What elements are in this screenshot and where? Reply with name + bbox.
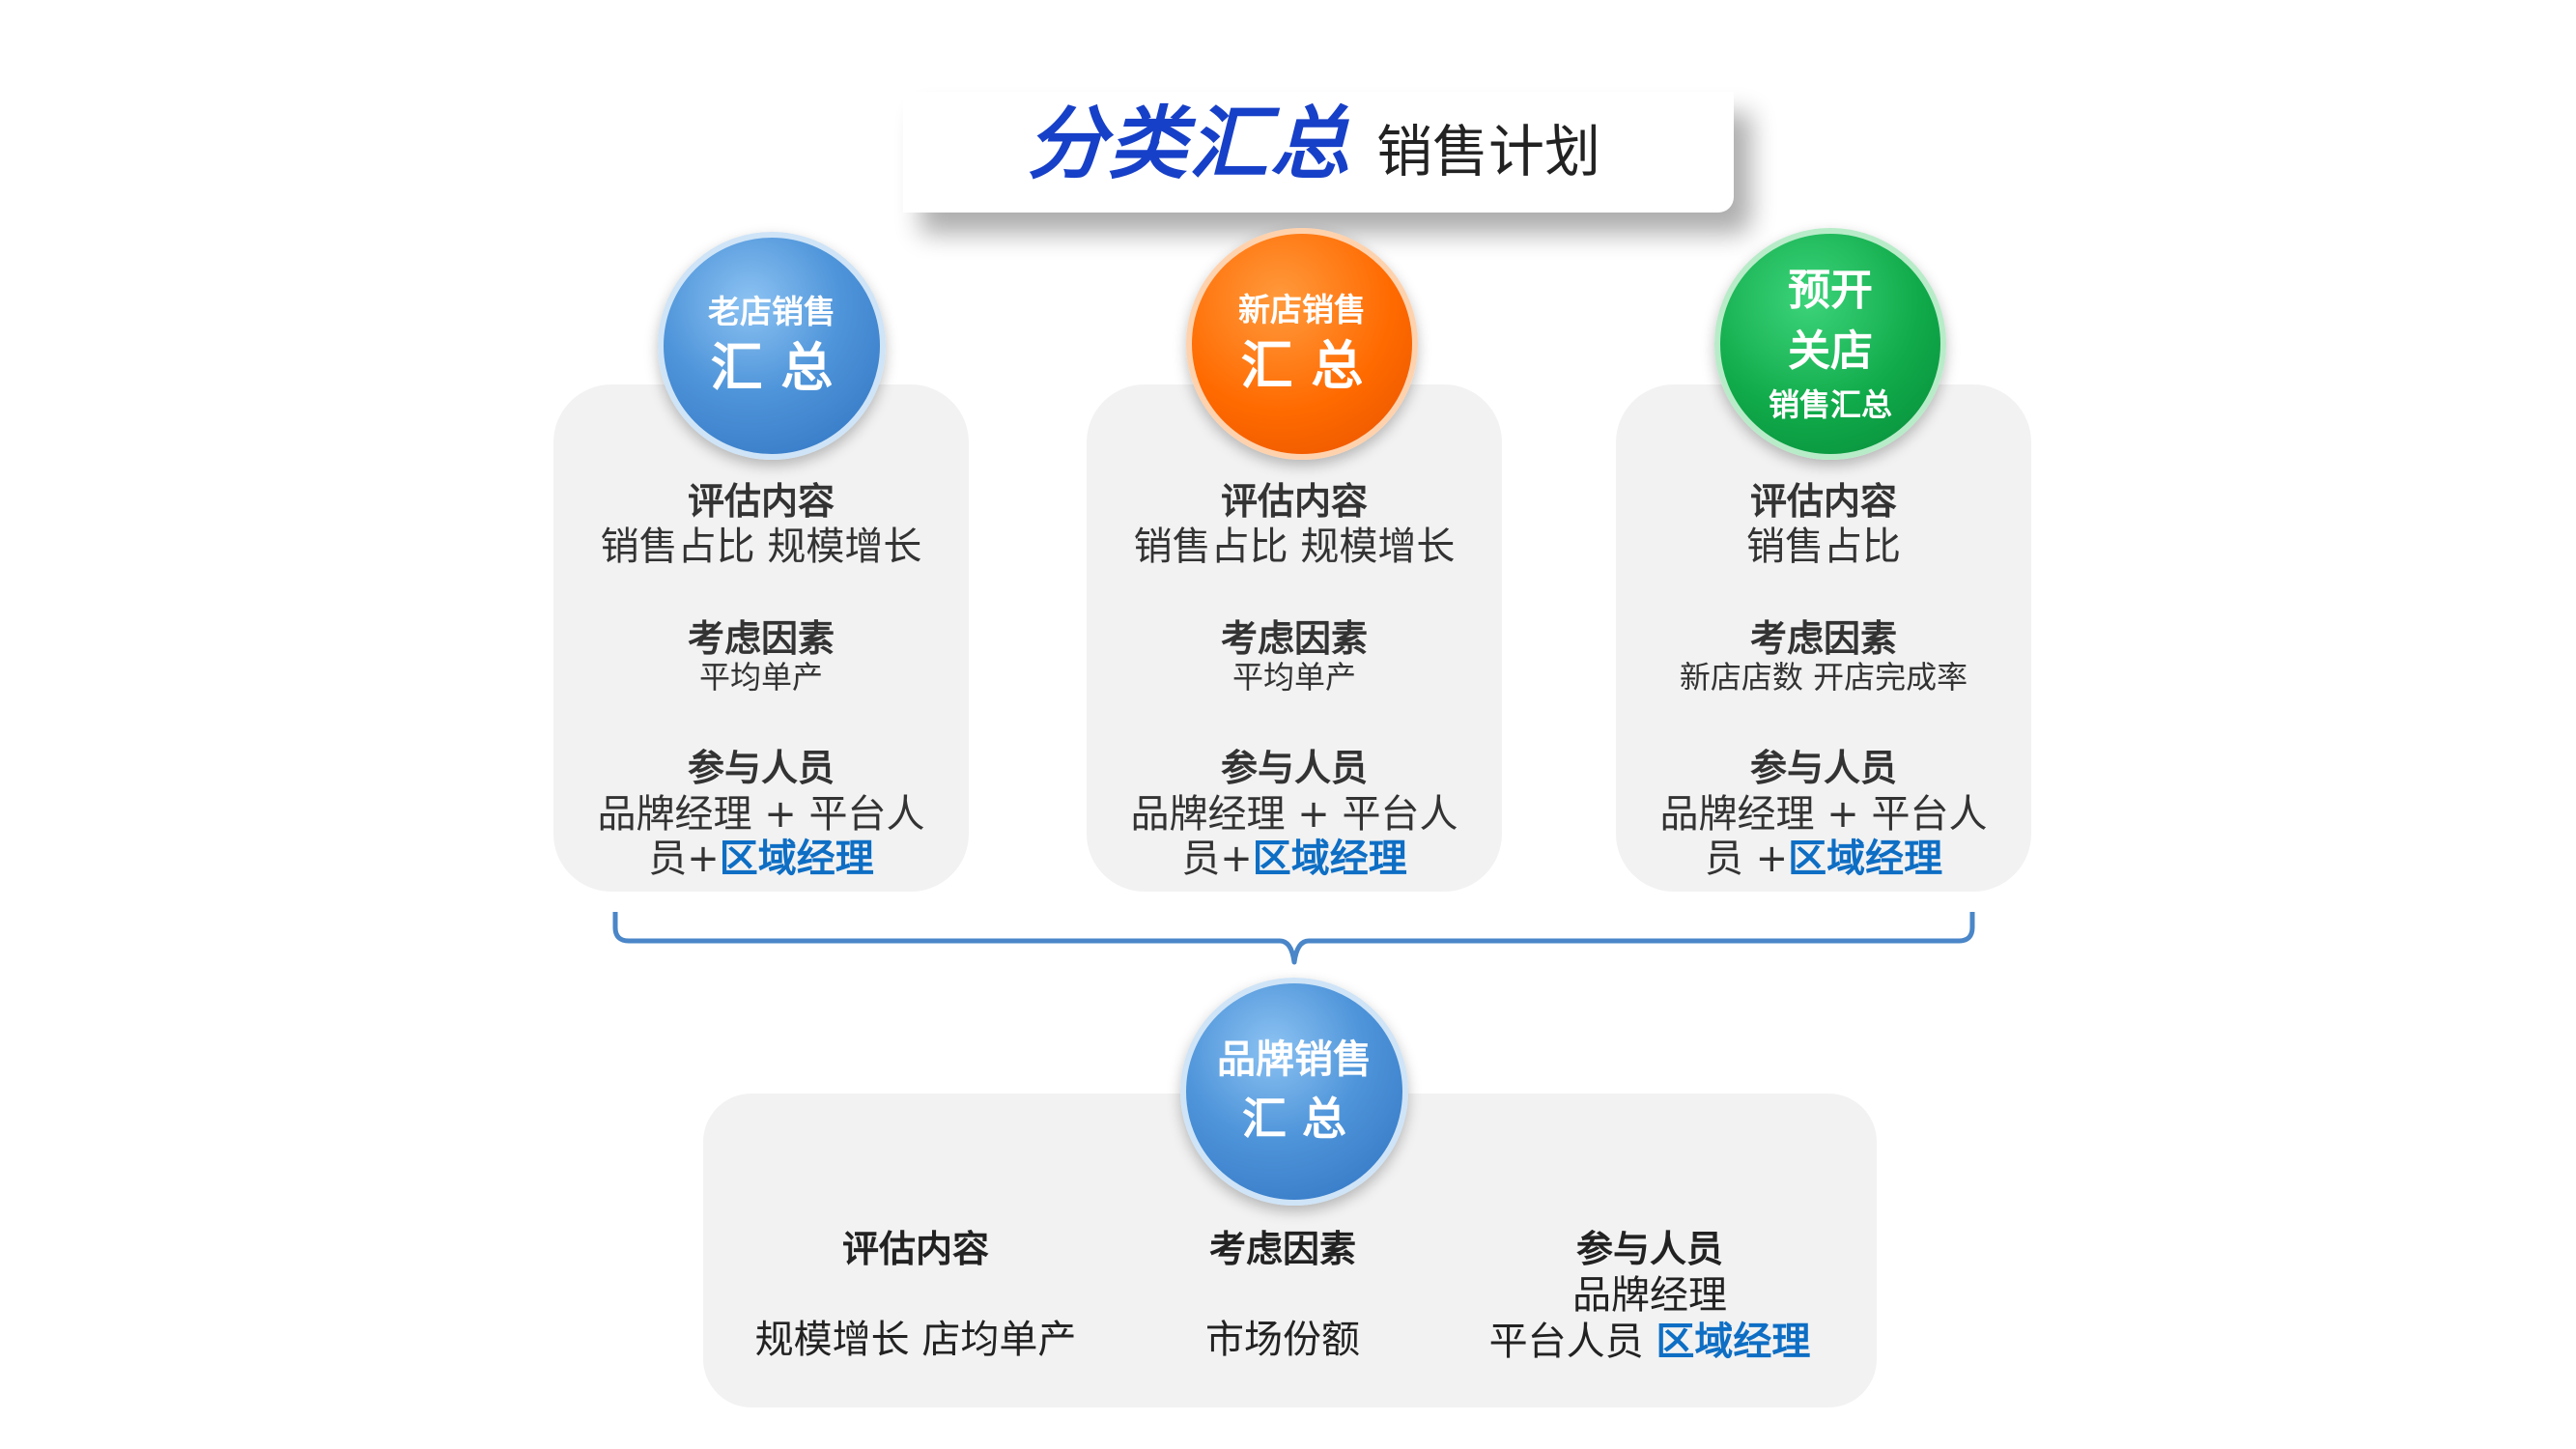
people-line2: 员 +区域经理: [1704, 837, 1943, 881]
factor-heading: 考虑因素: [687, 617, 835, 660]
people-heading: 参与人员: [1575, 1228, 1723, 1270]
people-heading: 参与人员: [1749, 747, 1897, 789]
people-line2: 员+区域经理: [648, 837, 874, 881]
circle-label: 汇 总: [1240, 335, 1364, 396]
eval-heading: 评估内容: [687, 480, 835, 523]
page-subtitle: 销售计划: [1376, 119, 1601, 185]
card-new-store: 评估内容 销售占比 规模增长 考虑因素 平均单产 参与人员 品牌经理 + 平台人…: [1087, 384, 1502, 892]
title-banner: [903, 92, 1734, 213]
highlight-role: 区域经理: [719, 837, 874, 881]
eval-heading: 评估内容: [1749, 480, 1897, 523]
card-old-store: 评估内容 销售占比 规模增长 考虑因素 平均单产 参与人员 品牌经理 + 平台人…: [553, 384, 969, 892]
factor-heading: 考虑因素: [1749, 617, 1897, 660]
circle-label: 预开: [1788, 266, 1873, 315]
circle-label: 汇 总: [1241, 1093, 1346, 1145]
people-line2: 平台人员 区域经理: [1488, 1320, 1811, 1364]
circle-label: 汇 总: [710, 337, 834, 398]
eval-text: 规模增长 店均单产: [754, 1318, 1077, 1362]
circle-new-store: 新店销售 汇 总: [1186, 228, 1418, 460]
circle-label: 品牌销售: [1217, 1037, 1372, 1082]
card-open-close: 评估内容 销售占比 考虑因素 新店店数 开店完成率 参与人员 品牌经理 + 平台…: [1616, 384, 2031, 892]
page-title: 分类汇总: [1027, 99, 1351, 190]
factor-text: 平均单产: [698, 659, 823, 696]
people-line1: 品牌经理: [1572, 1273, 1727, 1318]
circle-brand-summary: 品牌销售 汇 总: [1180, 978, 1408, 1206]
people-heading: 参与人员: [1220, 747, 1368, 789]
people-line1: 品牌经理 + 平台人: [597, 792, 925, 837]
highlight-role: 区域经理: [1252, 837, 1407, 881]
eval-heading: 评估内容: [1220, 480, 1368, 523]
circle-label: 老店销售: [708, 293, 835, 330]
circle-label: 新店销售: [1238, 291, 1366, 328]
circle-open-close: 预开 关店 销售汇总: [1714, 228, 1946, 460]
circle-label: 销售汇总: [1768, 386, 1892, 423]
factor-text: 平均单产: [1231, 659, 1356, 696]
eval-text: 销售占比: [1746, 525, 1901, 569]
circle-old-store: 老店销售 汇 总: [658, 232, 886, 460]
factor-heading: 考虑因素: [1220, 617, 1368, 660]
highlight-role: 区域经理: [1788, 837, 1943, 881]
eval-text: 销售占比 规模增长: [1133, 525, 1456, 569]
circle-label: 关店: [1788, 327, 1873, 376]
people-heading: 参与人员: [687, 747, 835, 789]
people-line1: 品牌经理 + 平台人: [1659, 792, 1988, 837]
factor-text: 市场份额: [1205, 1318, 1360, 1362]
highlight-role: 区域经理: [1656, 1320, 1811, 1364]
eval-text: 销售占比 规模增长: [600, 525, 922, 569]
eval-heading: 评估内容: [841, 1228, 989, 1270]
people-line1: 品牌经理 + 平台人: [1130, 792, 1458, 837]
people-line2: 员+区域经理: [1181, 837, 1407, 881]
factor-text: 新店店数 开店完成率: [1679, 659, 1968, 696]
factor-heading: 考虑因素: [1208, 1228, 1356, 1270]
